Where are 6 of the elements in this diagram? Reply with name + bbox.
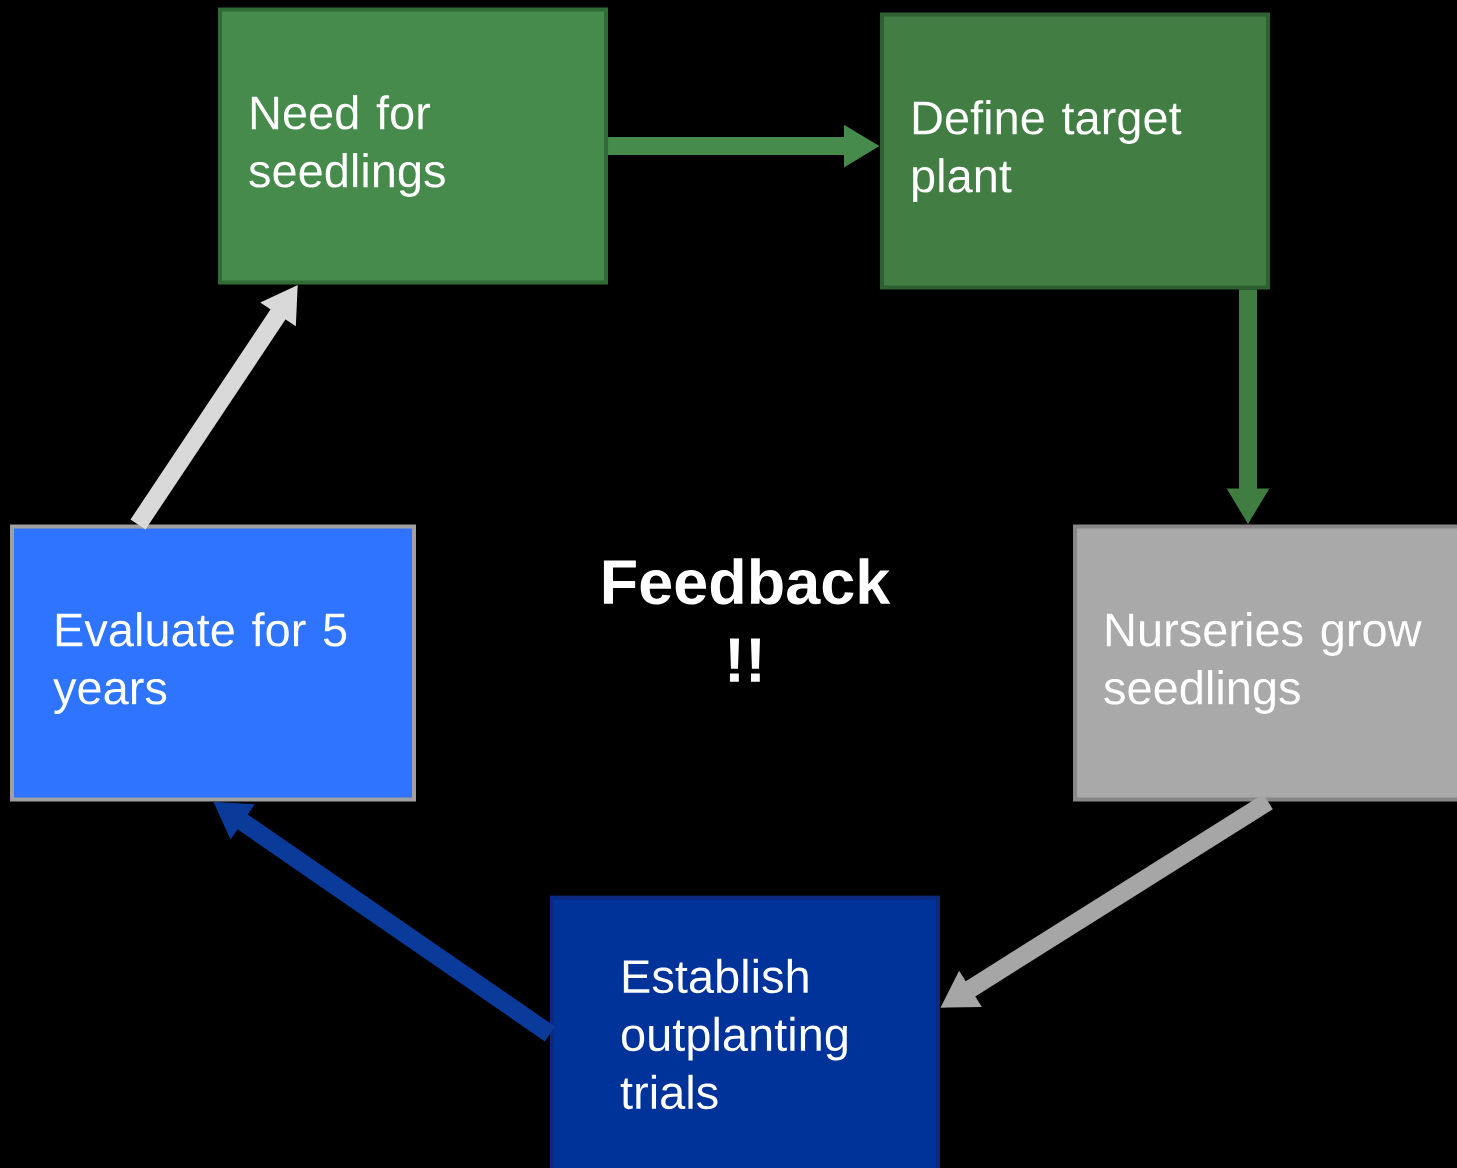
process-box: Need for seedlings — [218, 7, 608, 285]
process-box: Evaluate for 5 years — [10, 524, 416, 802]
center-text: Feedback !! — [603, 558, 891, 682]
process-box: Nurseries grow seedlings — [1073, 524, 1457, 802]
process-box: Establish outplanting trials — [550, 895, 940, 1168]
process-box: Define target plant — [880, 12, 1270, 290]
